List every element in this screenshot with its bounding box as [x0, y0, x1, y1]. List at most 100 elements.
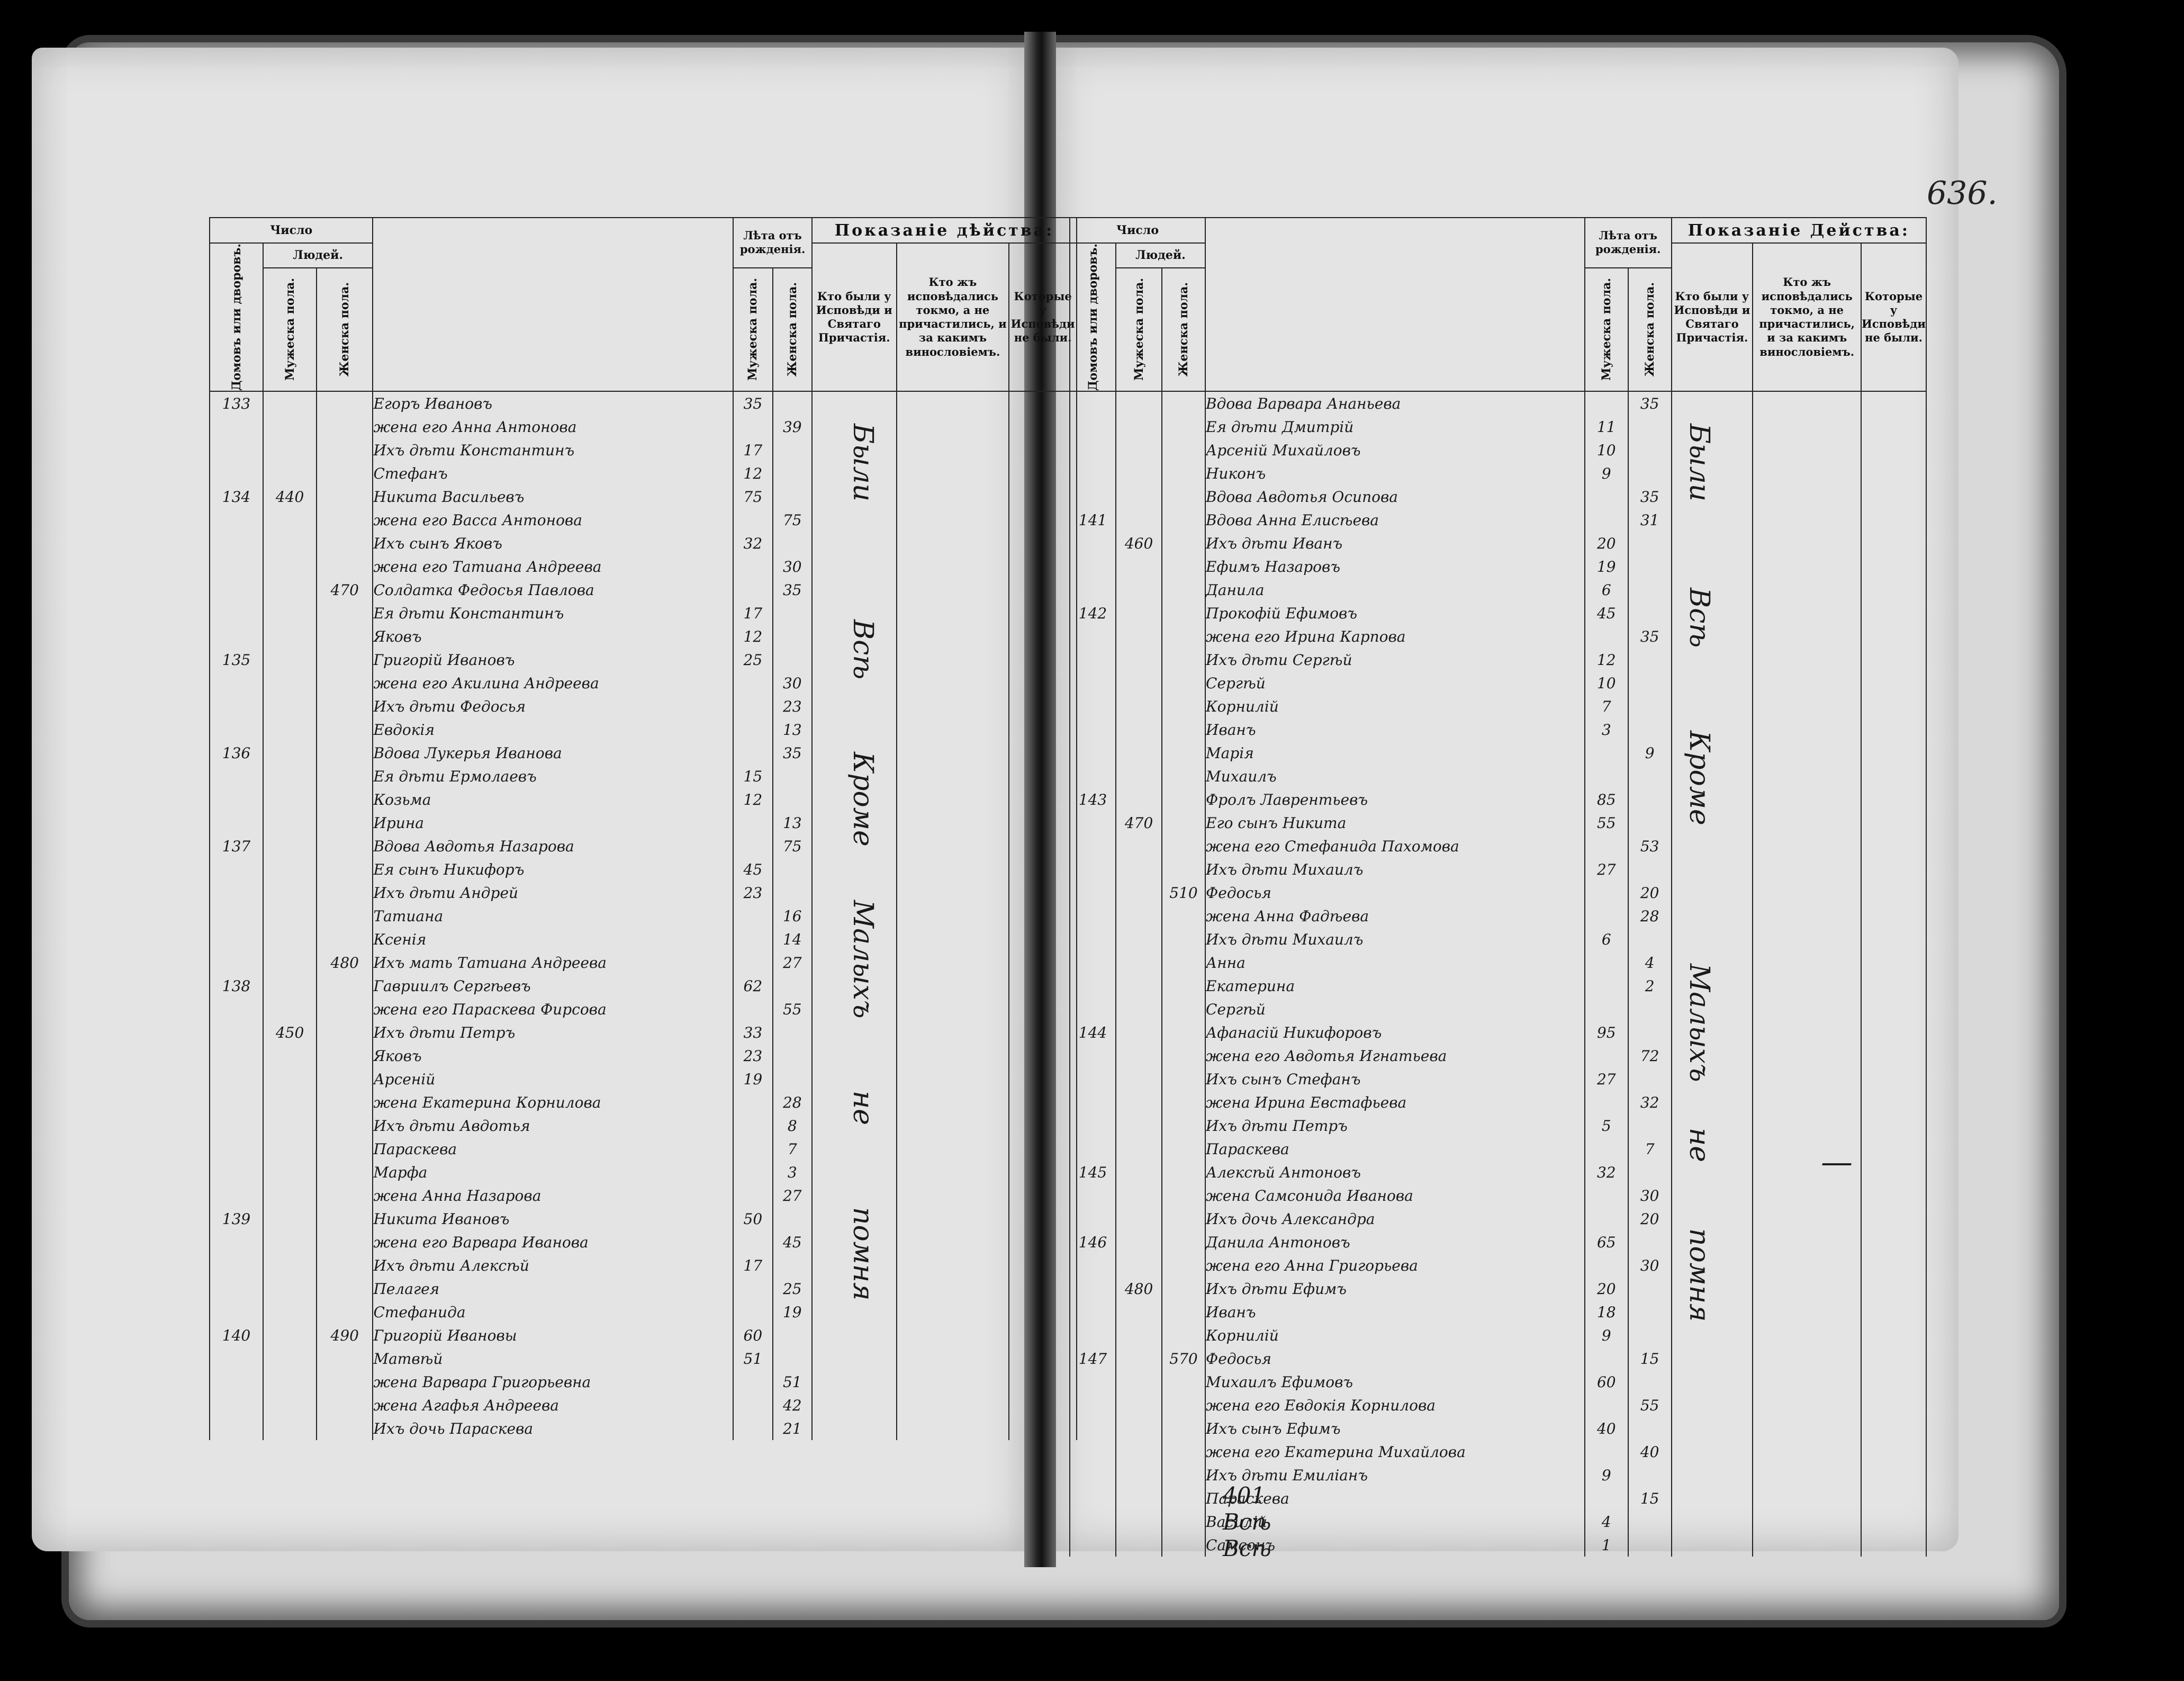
cell-f-total: [1161, 1137, 1206, 1161]
cell-dom: 146: [1069, 1230, 1117, 1254]
cell-m-age: [1584, 508, 1629, 532]
cell-name: Стефанъ: [372, 462, 734, 486]
cell-dom: 139: [209, 1207, 264, 1231]
cell-dom: 140: [209, 1324, 264, 1347]
cell-pokazanie: [1861, 555, 1927, 579]
cell-m-age: 12: [733, 788, 773, 812]
cell-f-age: [1627, 532, 1672, 555]
cell-name: Пелагея: [372, 1277, 734, 1301]
cell-dom: [1069, 974, 1117, 998]
cell-m-total: [1115, 1487, 1163, 1511]
cell-pokazanie: [1861, 1067, 1927, 1091]
header-zhenska: Женска пола.: [772, 267, 813, 392]
cell-name: Михаилъ Ефимовъ: [1205, 1370, 1585, 1394]
header-col-ispovedalis: Кто жъ исповѣдались токмо, а не причасти…: [896, 242, 1010, 392]
cell-m-age: 45: [1584, 601, 1629, 625]
cell-name: Афанасiй Никифоровъ: [1205, 1021, 1585, 1045]
cell-pokazanie: [896, 508, 1010, 532]
cell-pokazanie: [811, 1417, 897, 1441]
cell-m-age: [733, 555, 773, 579]
cell-f-age: [1627, 1324, 1672, 1347]
header-zhen-pola-right: Женска пола.: [1161, 267, 1206, 392]
cell-pokazanie: [1008, 1370, 1077, 1394]
cell-dom: [1069, 532, 1117, 555]
cell-m-total: [263, 578, 318, 602]
cell-pokazanie: [1752, 601, 1862, 625]
cell-f-age: [772, 532, 813, 555]
cell-name: Ея дѣти Ермолаевъ: [372, 765, 734, 788]
cell-m-total: [1115, 881, 1163, 905]
cell-pokazanie: [1008, 1067, 1077, 1091]
cell-name: Евдокiя: [372, 718, 734, 742]
cell-pokazanie: [896, 695, 1010, 718]
cell-f-total: [1161, 834, 1206, 858]
cell-pokazanie: [1861, 1207, 1927, 1231]
table-row: Сергѣй: [1069, 997, 1927, 1021]
cell-dom: 136: [209, 741, 264, 765]
cell-pokazanie: [896, 648, 1010, 672]
cell-dom: [1069, 1091, 1117, 1114]
cell-f-total: [1161, 1487, 1206, 1511]
cell-f-age: [772, 625, 813, 649]
cell-m-total: [1115, 1440, 1163, 1464]
cell-m-age: 19: [733, 1067, 773, 1091]
cell-m-total: [1115, 904, 1163, 928]
cell-pokazanie: [1861, 1324, 1927, 1347]
cell-f-total: [316, 555, 374, 579]
cell-pokazanie: [896, 1161, 1010, 1184]
cell-pokazanie: [811, 671, 897, 695]
cell-pokazanie: [1752, 788, 1862, 812]
cell-dom: [1069, 625, 1117, 649]
right-ledger-table: Число Лѣта отъ рожденія. Показанiе Дейст…: [1069, 217, 1927, 1557]
cell-m-age: 27: [1584, 858, 1629, 882]
cell-f-total: [1161, 578, 1206, 602]
cell-f-age: [1627, 1277, 1672, 1301]
cell-pokazanie: [811, 438, 897, 462]
cell-pokazanie: [1752, 1394, 1862, 1417]
cell-f-total: [1161, 1230, 1206, 1254]
cell-m-age: [1584, 1440, 1629, 1464]
cell-pokazanie: [1861, 1137, 1927, 1161]
cell-m-total: [263, 1300, 318, 1324]
cell-f-total: [1161, 1324, 1206, 1347]
cell-pokazanie: [1671, 1417, 1754, 1441]
cell-m-age: 60: [1584, 1370, 1629, 1394]
cell-f-age: 32: [1627, 1091, 1672, 1114]
cell-f-age: 15: [1627, 1347, 1672, 1371]
cell-m-total: 480: [1115, 1277, 1163, 1301]
cell-name: Ихъ дочь Параскева: [372, 1417, 734, 1441]
cell-pokazanie: [1861, 741, 1927, 765]
cell-pokazanie: [1671, 928, 1754, 951]
cell-dom: [209, 532, 264, 555]
cell-pokazanie: [1752, 1184, 1862, 1208]
cell-pokazanie: [896, 1230, 1010, 1254]
cell-name: жена его Анна Григорьева: [1205, 1254, 1585, 1278]
cell-pokazanie: [1008, 997, 1077, 1021]
cell-m-age: [733, 1230, 773, 1254]
cell-pokazanie: [1752, 1044, 1862, 1068]
cell-pokazanie: [811, 485, 897, 509]
cell-pokazanie: [1671, 1184, 1754, 1208]
cell-m-age: 6: [1584, 928, 1629, 951]
cell-f-total: [316, 997, 374, 1021]
cell-m-total: [1115, 671, 1163, 695]
cell-m-total: [263, 1324, 318, 1347]
cell-name: Ирина: [372, 811, 734, 835]
cell-name: жена его Ирина Карпова: [1205, 625, 1585, 649]
cell-f-total: [316, 1184, 374, 1208]
cell-dom: [1069, 578, 1117, 602]
cell-name: жена его Стефанида Пахомова: [1205, 834, 1585, 858]
cell-m-total: [1115, 765, 1163, 788]
cell-m-age: [733, 811, 773, 835]
cell-pokazanie: [1861, 1161, 1927, 1184]
cell-m-total: [1115, 1394, 1163, 1417]
header-pokazanie-right: Показанiе Действа:: [1671, 217, 1927, 244]
cell-m-age: [733, 834, 773, 858]
cell-f-total: [1161, 904, 1206, 928]
